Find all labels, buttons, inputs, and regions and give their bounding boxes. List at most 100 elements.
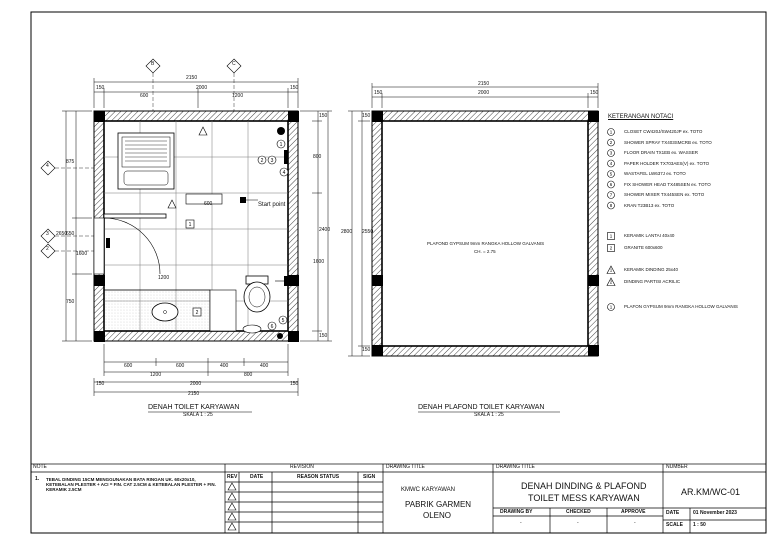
- dim-bottom-4: 400: [260, 363, 269, 369]
- revision-triangle: [227, 522, 237, 531]
- ceiling-plan: [348, 83, 599, 357]
- ceiling-dim-top-3: 150: [590, 90, 599, 96]
- dim-top-5: 150: [290, 85, 299, 91]
- legend-item-label: KRAN T23B13 ex. TOTO: [624, 202, 675, 208]
- grid-label-b: B: [151, 61, 155, 67]
- dim-inner-600: 600: [204, 201, 213, 207]
- rev-col-reason: REASON STATUS: [297, 474, 340, 480]
- column: [288, 275, 299, 286]
- rev-col-date: DATE: [250, 474, 264, 480]
- floor-drain: [242, 324, 262, 334]
- faucet: [277, 333, 283, 339]
- shower-tray-inner: [121, 136, 171, 168]
- title-block: [30, 463, 767, 534]
- legend-item-number: 4: [610, 161, 613, 166]
- rev-col-sign: SIGN: [363, 474, 376, 480]
- ceiling-interior: [381, 120, 589, 347]
- plan-right-scale: SKALA 1 : 25: [474, 412, 504, 418]
- dim-left-3: 1600: [76, 251, 88, 257]
- client-3: OLENO: [423, 511, 452, 520]
- sign-col-approve: APPROVE: [621, 509, 646, 515]
- legend-finish-number: 1: [610, 234, 613, 239]
- dim-left-5: 2650: [56, 231, 68, 237]
- legend-item-number: 2: [610, 140, 613, 145]
- dim-right-3: 2400: [319, 227, 331, 233]
- plan-right-title: DENAH PLAFOND TOILET KARYAWAN: [418, 404, 545, 411]
- legend-finish-label: GRANITE 600x600: [624, 245, 663, 250]
- legend-item-symbol: [607, 170, 615, 178]
- legend-wall-label: KERAMIK DINDING 25x40: [624, 267, 679, 272]
- note-header: NOTE: [33, 464, 47, 470]
- grid-label-4: 4: [46, 163, 49, 169]
- wall-tag: [167, 199, 177, 209]
- dim-inner-1200: 1200: [158, 275, 170, 281]
- paper-holder: [284, 276, 288, 286]
- revision-header: REVISION: [290, 464, 314, 470]
- wall-tag: [198, 126, 208, 136]
- revision-triangle: [227, 492, 237, 501]
- tag-number: 3: [271, 158, 274, 164]
- legend-item-symbol: [607, 191, 615, 199]
- shower-step: [185, 193, 223, 205]
- ceiling-dim-left-3: 150: [362, 347, 371, 353]
- finish-tag: [185, 219, 195, 229]
- fixture-tag: [267, 321, 277, 331]
- legend-wall-number: 1: [610, 268, 613, 273]
- legend-wall-label: DINDING PARTISI ACRILIC: [624, 279, 681, 284]
- legend-item-label: SHOWER SPRAY TX403SMCRB ex. TOTO: [624, 139, 712, 145]
- revision-triangle: [227, 512, 237, 521]
- tag-number: 5: [282, 318, 285, 324]
- dim-bottom-inner: 2000: [190, 381, 202, 387]
- drawing-title-2: TOILET MESS KARYAWAN: [528, 493, 640, 503]
- legend-item-symbol: [607, 138, 615, 147]
- dim-bottom-1: 600: [124, 363, 133, 369]
- legend-item-number: 3: [610, 151, 613, 156]
- dim-bottom-outer-1: 150: [96, 381, 105, 387]
- legend-item-number: 1: [610, 130, 613, 135]
- door-swing: [103, 217, 161, 275]
- tag-number: 2: [196, 310, 199, 316]
- legend-item-number: 5: [610, 172, 613, 177]
- dim-bottom-mid-1: 1200: [150, 372, 162, 378]
- revision-triangle: [227, 482, 237, 491]
- dim-bottom-2: 600: [176, 363, 185, 369]
- drawing-number: AR.KM/WC-01: [681, 487, 741, 497]
- dim-bottom-mid-2: 800: [244, 372, 253, 378]
- legend-item-label: WASTAFEL LW637J ex. TOTO: [624, 171, 686, 176]
- legend-item-number: 8: [610, 203, 613, 208]
- legend-item-label: SHOWER MIXER TX445SEN ex. TOTO: [624, 192, 705, 197]
- start-point-label: Start point: [258, 202, 286, 208]
- dim-right-1: 150: [319, 113, 328, 119]
- ceiling-dim-top-2: 2000: [478, 90, 490, 96]
- legend-item-symbol: [607, 128, 615, 136]
- legend-item-symbol: [607, 201, 615, 210]
- dim-top-total: 2150: [186, 75, 198, 81]
- plan-left-title: DENAH TOILET KARYAWAN: [148, 404, 240, 411]
- legend-ceiling-number: 1: [610, 305, 613, 310]
- revision-triangles: [227, 482, 237, 531]
- column: [94, 331, 105, 342]
- ceiling-note-2: CH. = 2.75: [474, 249, 496, 254]
- drawing-title-header-2: DRAWING TITLE: [496, 464, 535, 470]
- legend-wall-symbol: [606, 265, 616, 274]
- drawing-title-header: DRAWING TITLE: [386, 464, 425, 470]
- fixture-tag: [278, 315, 288, 325]
- dim-top-3: 2000: [196, 85, 208, 91]
- date-value: 01 November 2023: [693, 510, 737, 516]
- dims-bottom: [93, 344, 299, 396]
- column: [288, 331, 299, 342]
- legend-item-symbol: [607, 159, 615, 168]
- door-opening: [93, 217, 105, 275]
- legend-item-symbol: [607, 149, 615, 157]
- ceiling-dim-left-2: 2550: [362, 229, 374, 235]
- legend-item-label: CLOSET CW420J/SW420JP ex. TOTO: [624, 129, 703, 134]
- legend-finish-symbol: [607, 232, 615, 240]
- sign-val-checked: -: [577, 520, 579, 526]
- rev-col-rev: REV: [227, 474, 238, 480]
- fixture-tag: [279, 167, 289, 177]
- legend-finish-number: 2: [610, 246, 613, 251]
- dim-top-1: 150: [96, 85, 105, 91]
- note-text: TEBAL DINDING 15CM MENGGUNAKAN BATA RING…: [46, 477, 216, 493]
